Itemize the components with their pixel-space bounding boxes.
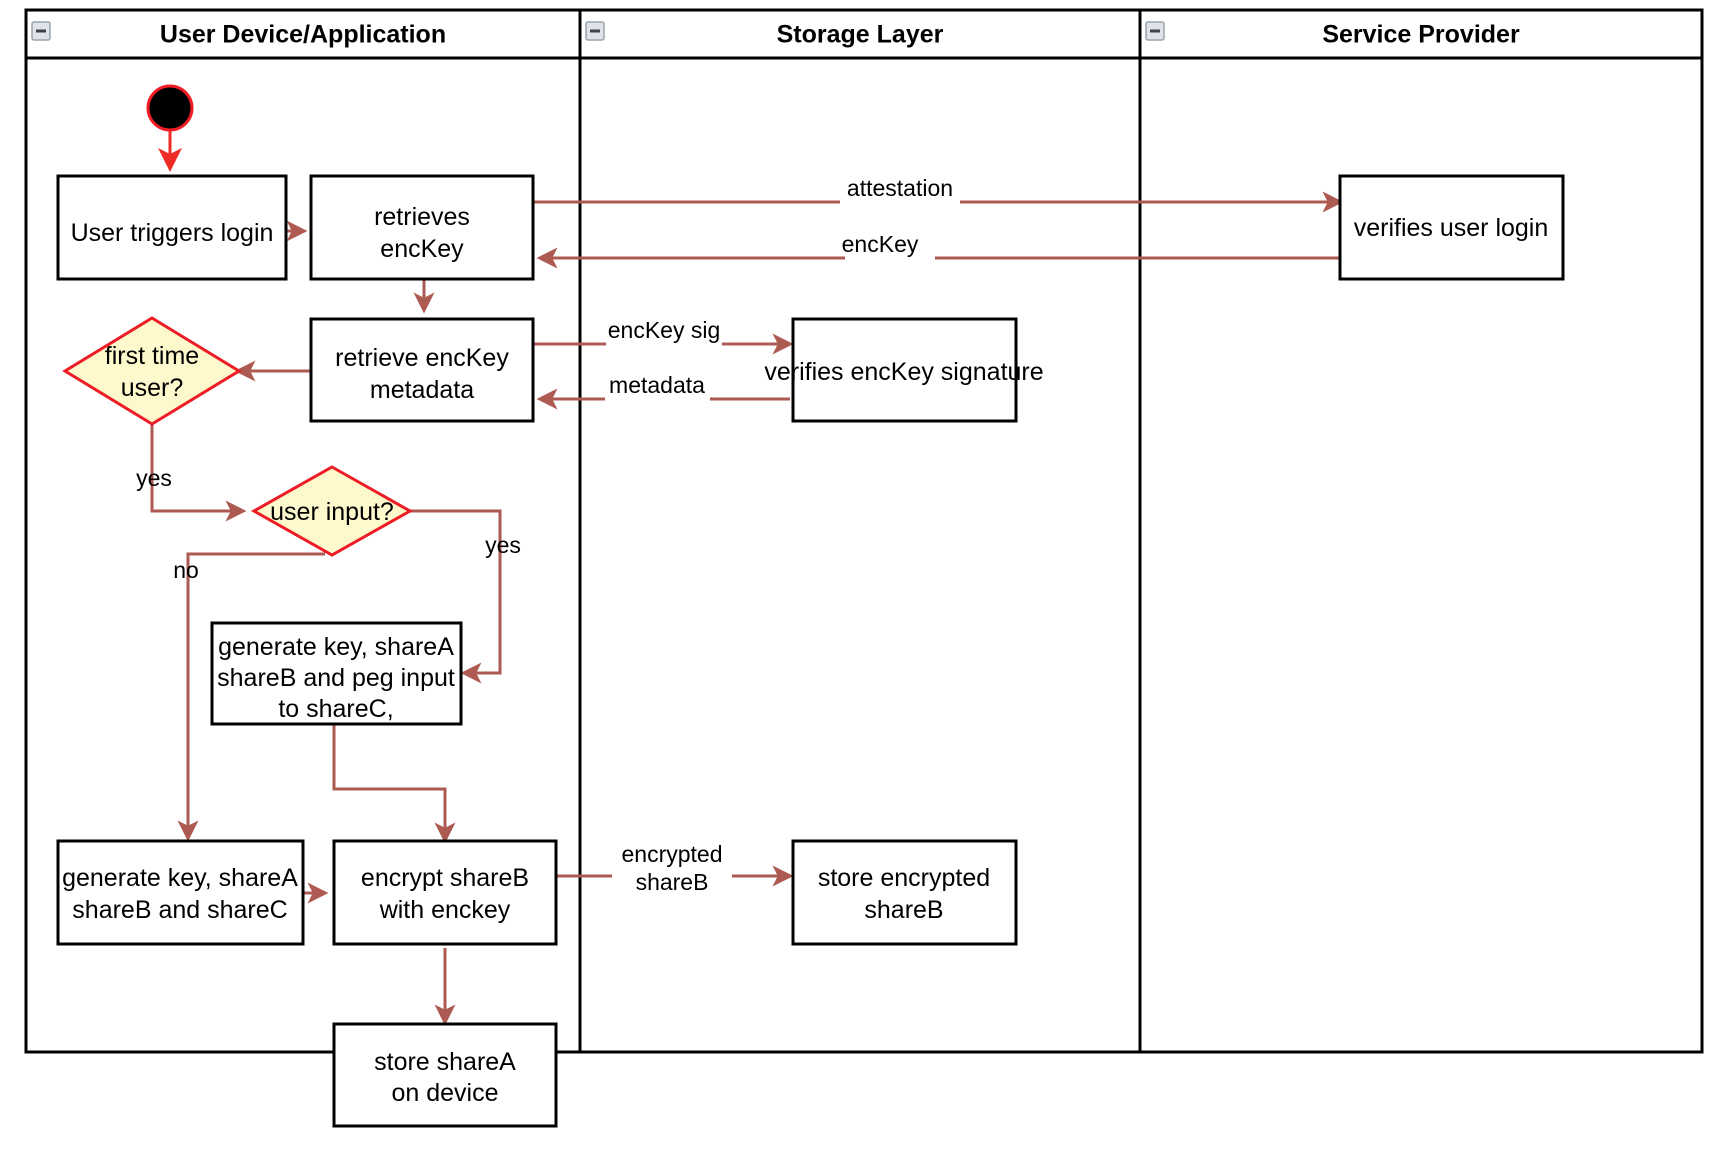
node-label-line: generate key, shareA [218,633,454,661]
lane-header-service-provider[interactable]: Service Provider [1145,21,1520,49]
node-user-triggers-login[interactable]: User triggers login [56,174,288,281]
node-label-line: retrieve encKey [335,344,509,372]
node-label-line: metadata [370,376,474,404]
edge-label-encrypted-line1: encrypted [621,841,722,867]
node-verifies-enckey-signature[interactable]: verifies encKey signature [764,317,1044,423]
node-box[interactable] [309,317,535,423]
node-label-line: store encrypted [818,864,990,892]
node-retrieve-enckey-metadata[interactable]: retrieve encKey metadata [309,317,535,423]
lane-header-storage-layer[interactable]: Storage Layer [585,21,944,49]
node-user-input[interactable]: user input? [250,465,414,557]
start-node-circle[interactable] [146,84,194,132]
node-box[interactable] [332,1022,558,1128]
edge-label-metadata: metadata [609,372,705,398]
node-box[interactable] [332,839,558,946]
edge-user-input-yes: yes [407,509,521,684]
lane-title-storage-layer: Storage Layer [777,21,944,49]
collapse-minus-icon[interactable] [585,21,605,41]
swimlane-frame [24,8,1704,1054]
edge-label-enckey-sig: encKey sig [608,317,721,343]
node-box[interactable] [56,174,288,281]
node-label-line: to shareC, [278,695,393,723]
node-generate-key-shares[interactable]: generate key, shareA shareB and shareC [56,839,305,946]
node-store-encrypted-shareb[interactable]: store encrypted shareB [791,839,1018,946]
node-encrypt-shareb[interactable]: encrypt shareB with enckey [332,839,558,946]
node-label-line: first time [105,342,199,370]
edge-enckey-sig: encKey sig [533,317,794,356]
decision-diamond[interactable] [250,465,414,557]
node-box[interactable] [1338,174,1565,281]
decision-diamond[interactable] [62,316,242,426]
edge-encrypted-shareb: encrypted shareB [556,841,794,904]
node-label-line: generate key, shareA [62,864,298,892]
edge-label-no-user-input: no [173,557,199,583]
node-label-line: encrypt shareB [361,864,529,892]
node-label-line: with enckey [379,896,511,924]
node-label-line: user? [121,374,184,402]
node-label-line: user input? [270,498,394,526]
node-label-line: encKey [380,235,464,263]
node-label-line: verifies user login [1354,214,1549,242]
lane-title-user-device: User Device/Application [160,21,446,49]
collapse-minus-icon[interactable] [1145,21,1165,41]
node-box[interactable] [56,839,305,946]
edge-attestation: attestation [533,175,1344,214]
swimlane-outer-border [24,8,1704,1054]
edge-label-attestation: attestation [847,175,953,201]
node-box[interactable] [210,621,463,726]
collapse-minus-icon[interactable] [31,21,51,41]
edge-first-time-yes: yes [136,413,247,522]
node-box[interactable] [309,174,535,281]
node-label-line: on device [391,1079,498,1107]
edge-peg-to-encrypt [332,723,456,844]
lane-title-service-provider: Service Provider [1322,21,1520,49]
node-verifies-user-login[interactable]: verifies user login [1338,174,1565,281]
node-label-line: retrieves [374,203,470,231]
edge-metadata: metadata [536,372,790,411]
node-retrieves-enckey[interactable]: retrieves encKey [309,174,535,281]
node-box[interactable] [791,839,1018,946]
node-label-line: verifies encKey signature [764,358,1043,386]
edge-user-input-no: no [173,552,325,842]
node-label-line: User triggers login [71,219,274,247]
edge-enckey: encKey [536,231,1340,270]
edge-label-yes-user-input: yes [485,532,521,558]
edge-label-encrypted-line2: shareB [636,869,709,895]
node-store-sharea[interactable]: store shareA on device [332,1022,558,1128]
start-node[interactable] [146,84,194,132]
node-box[interactable] [791,317,1018,423]
edge-label-yes-first-time: yes [136,465,172,491]
node-label-line: shareB [864,896,943,924]
edge-label-enckey: encKey [842,231,919,257]
node-label-line: shareB and shareC [72,896,287,924]
node-label-line: shareB and peg input [217,664,455,692]
lane-header-user-device[interactable]: User Device/Application [31,21,446,49]
node-first-time-user[interactable]: first time user? [62,316,242,426]
node-label-line: store shareA [374,1048,516,1076]
node-generate-key-peg[interactable]: generate key, shareA shareB and peg inpu… [210,621,463,726]
